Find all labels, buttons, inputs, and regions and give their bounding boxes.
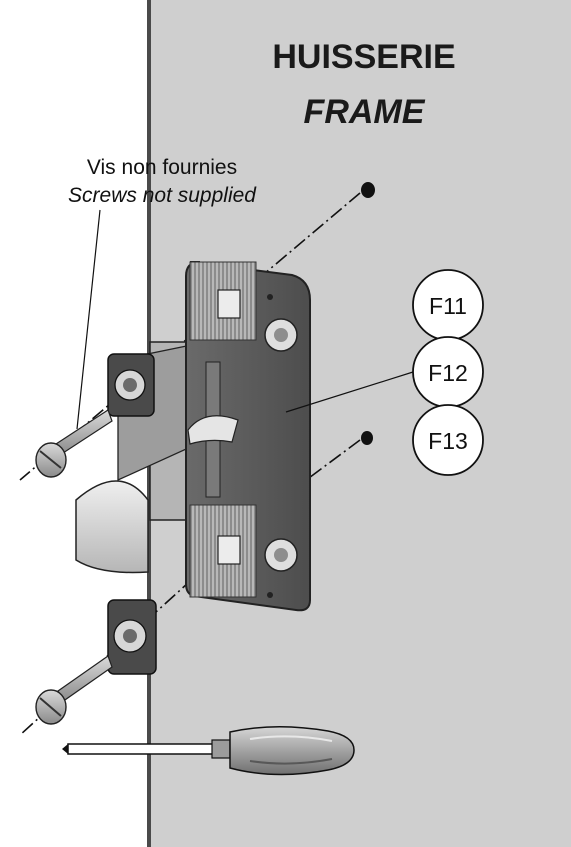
- countersink-top-inner: [274, 328, 288, 342]
- washer-top: [107, 353, 155, 417]
- screw-lower: [35, 655, 113, 725]
- screw-head-middle: [361, 431, 373, 445]
- countersink-bottom-inner: [274, 548, 288, 562]
- plate-latch: [187, 415, 239, 445]
- screw-head-top: [361, 182, 375, 198]
- callout-f13-circle: [412, 404, 484, 476]
- screw-upper: [35, 409, 113, 478]
- callout-f12: F12: [285, 336, 484, 413]
- callout-f11-label: F11: [429, 293, 467, 319]
- screwdriver-shaft: [67, 743, 215, 755]
- bolt-body: [75, 480, 149, 574]
- plate-pin-top: [267, 294, 273, 300]
- note-text: Vis non fournies: [87, 156, 237, 179]
- callout-f13-label: F13: [428, 428, 468, 454]
- screwdriver-icon: [62, 726, 355, 776]
- title-translation: FRAME: [304, 93, 426, 131]
- square-hole-top: [217, 289, 241, 319]
- screwdriver-handle: [229, 726, 355, 776]
- callout-f13: F13: [412, 404, 484, 476]
- square-hole-bottom: [217, 535, 241, 565]
- callout-f12-leader: [285, 371, 414, 413]
- washer-bottom: [107, 599, 157, 675]
- plate-pin-bottom: [267, 592, 273, 598]
- callout-f11: F11: [412, 269, 484, 341]
- strike-plate: [185, 261, 311, 612]
- note-translation: Screws not supplied: [68, 184, 257, 207]
- screwdriver-ferrule: [211, 739, 231, 759]
- note-leader-line: [76, 209, 101, 430]
- callout-f12-label: F12: [428, 360, 468, 386]
- screwdriver-tip: [62, 744, 68, 754]
- title: HUISSERIE: [272, 38, 455, 76]
